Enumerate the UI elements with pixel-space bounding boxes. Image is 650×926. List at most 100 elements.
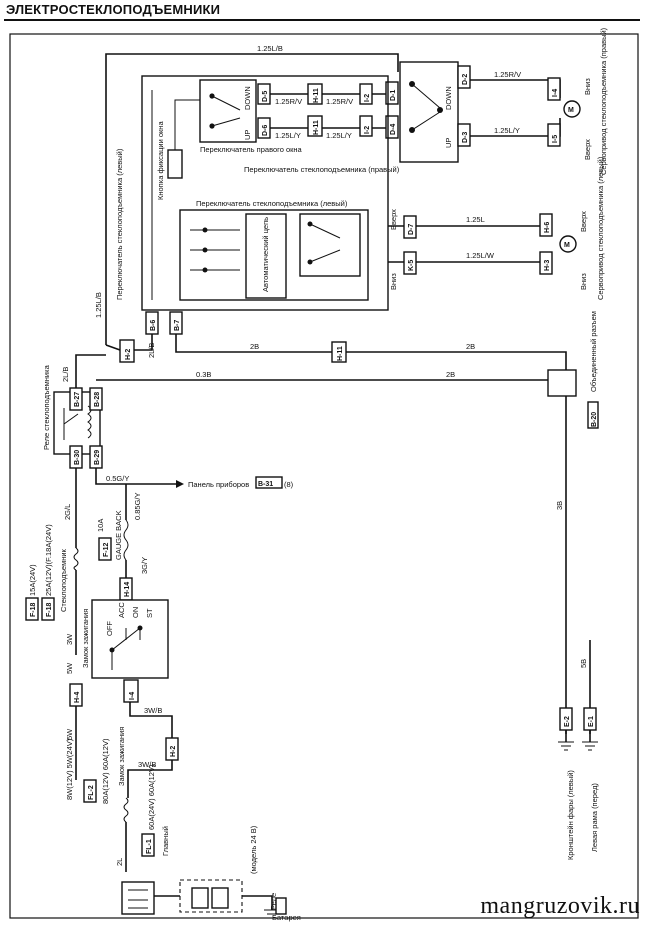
connector-h3 [539, 251, 553, 275]
battery-connector-block [121, 881, 155, 915]
battery-tag [275, 897, 287, 915]
diagram-label: F-18 [46, 603, 53, 618]
watermark: mangruzovik.ru [480, 893, 640, 919]
diagram-frame [9, 33, 639, 919]
connector-d3 [457, 123, 471, 147]
diagram-label: Левая рама (перед) [590, 783, 599, 852]
switch-right-down: DOWN [444, 86, 453, 110]
joint-connector-b20 [547, 369, 577, 397]
diagram-label: D-1 [390, 90, 397, 101]
diagram-line [75, 354, 106, 392]
connector-h2 [119, 339, 135, 363]
diagram-label: ON [131, 607, 140, 618]
fuse-fl2 [83, 779, 97, 803]
diagram-label: H-11 [313, 120, 320, 135]
diagram-line [154, 895, 273, 910]
diagram-label: 0.5G/Y [106, 474, 129, 483]
diagram-label: Замок зажигания [117, 727, 126, 786]
diagram-line [63, 408, 79, 440]
diagram-label: 2G/L [63, 504, 72, 520]
contact-dot [409, 127, 415, 133]
label-dash-panel: Панель приборов [188, 480, 249, 489]
diagram-label: D-5 [262, 91, 269, 102]
ground-e1-icon [582, 741, 598, 751]
label-motor-right: Сервопривод стеклоподъемника (правый) [599, 27, 608, 175]
connector-i2b [359, 115, 373, 137]
diagram-label: 25A(12V)(F.18A(24V) [44, 524, 53, 596]
diagram-label: Вниз [579, 273, 588, 290]
diagram-label: Главный [161, 826, 170, 856]
diagram-label: M [568, 107, 574, 114]
diagram-label: 2L/B [61, 367, 70, 382]
diagram-label: 1.25L/W [466, 251, 495, 260]
diagram-line [209, 123, 215, 129]
diagram-label: B-29 [94, 450, 101, 465]
diagram-line [109, 647, 115, 653]
diagram-label: GAUGE BACK [114, 510, 123, 560]
connector-ign-bottom [123, 679, 139, 703]
diagram-label: H-2 [125, 349, 132, 360]
connector-i5 [547, 123, 561, 147]
diagram-label: 1.25L/Y [494, 126, 520, 135]
connector-h6 [539, 213, 553, 237]
diagram-line [307, 221, 313, 227]
diagram-label: H-4 [74, 692, 81, 703]
right-window-switch [399, 61, 459, 163]
diagram-label: 2B [446, 370, 455, 379]
diagram-label: 3B [555, 501, 564, 510]
diagram-label: B-6 [150, 320, 157, 331]
diagram-label: 1.25L [466, 215, 485, 224]
diagram-label: Реле [269, 893, 278, 910]
right-side-switch-module [199, 79, 257, 143]
arrow-icon [176, 480, 184, 488]
connector-d4 [385, 115, 399, 139]
fuse-fl1 [141, 833, 155, 857]
label-relay: Реле стеклоподъемника [42, 364, 51, 450]
label-right-side-switch: Переключатель правого окна [200, 145, 303, 154]
diagram-label: D-3 [462, 132, 469, 143]
diagram-label: Батарея [272, 913, 301, 922]
diagram-label: H-6 [544, 222, 551, 233]
diagram-label: F-18 [30, 603, 37, 618]
contact-dot [409, 81, 415, 87]
diagram-label: 5B [579, 659, 588, 668]
diagram-label: 5W [65, 728, 74, 740]
switch-right-contacts [411, 83, 441, 131]
diagram-label: Объединенный разъем [589, 311, 598, 392]
wire-2b-ground [175, 334, 567, 370]
wire-05gy [95, 468, 176, 485]
auto-circuit [245, 213, 287, 299]
diagram-label: 1.25R/V [275, 97, 302, 106]
diagram-line [137, 625, 143, 631]
diagram-label: Вниз [389, 273, 398, 290]
wire-label-lb-left: 1.25L/B [94, 292, 103, 318]
diagram-label: B-30 [74, 450, 81, 465]
label-sw-left: Переключатель стеклоподъемника (левый) [115, 148, 124, 300]
label-sw-right: Переключатель стеклоподъемника (правый) [244, 165, 400, 174]
ground-e2-icon [558, 741, 574, 751]
connector-h11c [331, 341, 347, 363]
diagram-label: I-4 [129, 692, 136, 700]
connector-d1 [385, 81, 399, 105]
diagram-label: E-2 [564, 716, 571, 727]
motor-left-icon [559, 235, 577, 253]
fuse-f18-b [41, 597, 55, 621]
diagram-label: H-14 [124, 582, 131, 597]
connector-d7 [403, 215, 417, 239]
diagram-label: F-12 [103, 543, 110, 558]
diagram-label: ACC [117, 602, 126, 618]
diagram-label: 60A(24V) 60A(12V) [147, 764, 156, 830]
diagram-label: Вверх [579, 211, 588, 232]
connector-b27 [69, 387, 83, 411]
diagram-label: 10A [96, 519, 105, 532]
fuse-f18-a [25, 597, 39, 621]
diagram-label: B-28 [94, 392, 101, 407]
wire-label-lb-top: 1.25L/B [257, 44, 283, 53]
diagram-line [151, 90, 200, 300]
connector-dash-panel [255, 476, 283, 489]
wire-lb-top [105, 53, 399, 345]
diagram-label: Кронштейн фары (левый) [566, 770, 575, 860]
diagram-label: 0.3B [196, 370, 211, 379]
diagram-label: 1.25L/Y [275, 131, 301, 140]
diagram-label: 2L [115, 858, 124, 866]
